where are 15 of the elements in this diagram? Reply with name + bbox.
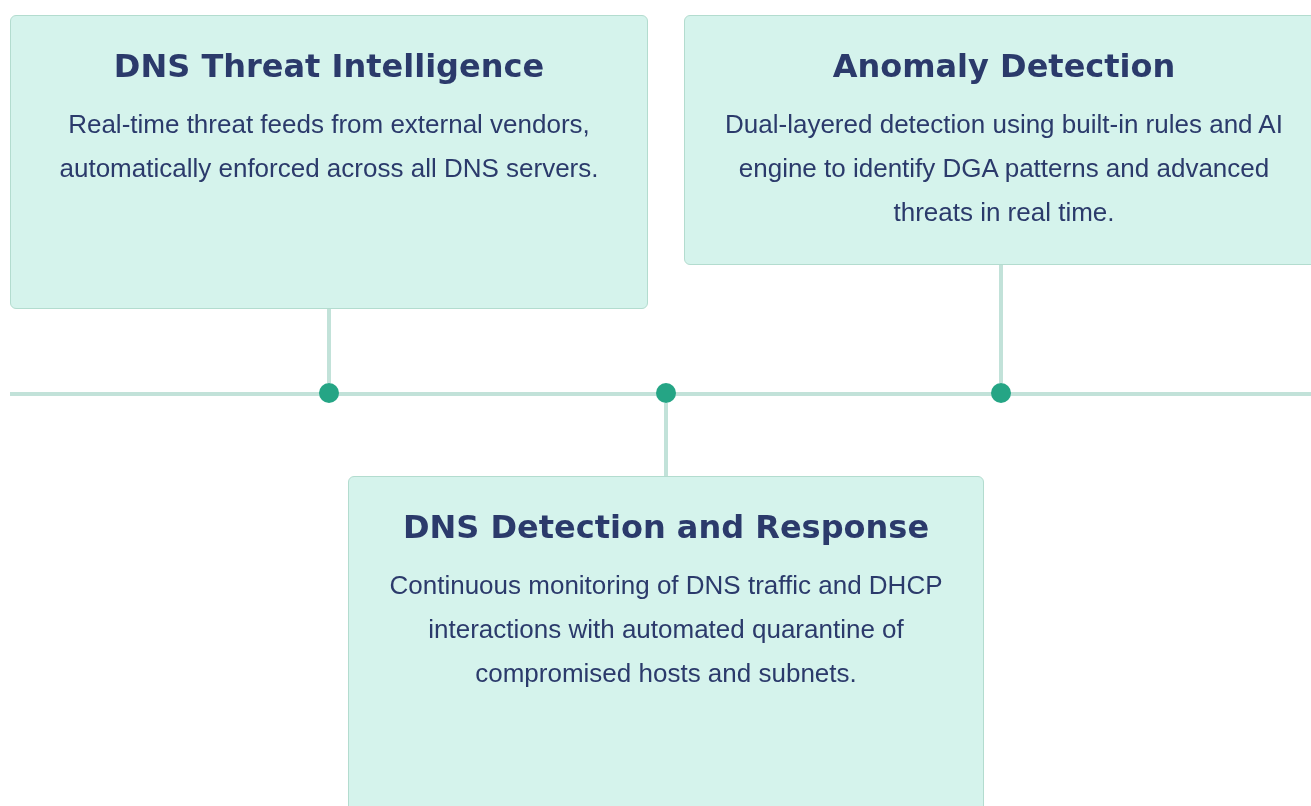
timeline-dot bbox=[656, 383, 676, 403]
card-description: Real-time threat feeds from external vendors, automatically enforced across all DNS servers. bbox=[58, 108, 600, 185]
timeline-dot bbox=[991, 383, 1011, 403]
card-title: Anomaly Detection bbox=[831, 46, 1177, 87]
info-card bbox=[10, 15, 648, 309]
card-title: DNS Threat Intelligence bbox=[112, 46, 546, 87]
connector-line bbox=[999, 265, 1003, 383]
connector-line bbox=[664, 403, 668, 476]
card-description: Continuous monitoring of DNS traffic and DHCP interactions with automated quarantine of compromised hosts and subnets. bbox=[388, 569, 944, 690]
card-title: DNS Detection and Response bbox=[401, 507, 931, 548]
card-description: Dual-layered detection using built-in rules and AI engine to identify DGA patterns and advanced threats in real time. bbox=[724, 108, 1284, 229]
info-card bbox=[684, 15, 1311, 265]
connector-line bbox=[327, 309, 331, 383]
info-card bbox=[348, 476, 984, 806]
timeline-dot bbox=[319, 383, 339, 403]
